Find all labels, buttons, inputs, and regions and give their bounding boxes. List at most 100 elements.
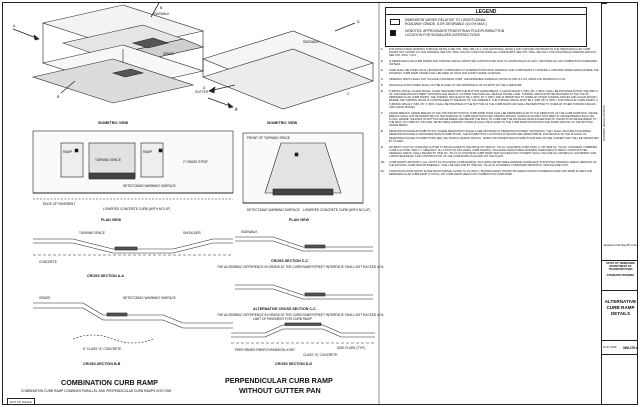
note-item: 2.IF PERPENDICULAR CURB RAMPS AND TURNIN… <box>381 60 600 66</box>
letter-c-right: C <box>347 92 350 96</box>
middle-section-cc-title: CROSS SECTION C-C <box>271 259 309 263</box>
letter-d-left: D <box>203 86 206 90</box>
middle-alt-section-cc <box>235 284 373 300</box>
note-number: 3. <box>381 69 384 73</box>
middle-section-dd-title: CROSS SECTION D-D <box>275 362 313 366</box>
note-text: IF PERPENDICULAR CURB RAMPS AND TURNING … <box>389 60 598 67</box>
plan-turning-space-label: TURNING SPACE <box>95 158 121 162</box>
solid-square-icon <box>390 30 396 36</box>
note-number: 6. <box>381 89 384 93</box>
drawing-title: ALTERNATIVE CURB RAMP DETAILS <box>602 291 637 341</box>
left-isometric-view <box>12 3 234 109</box>
cc-sidewalk-label: SIDEWALK <box>241 230 258 234</box>
iso-gutter-label: GUTTER <box>195 90 209 94</box>
title-line-2: CURB RAMP <box>606 305 635 310</box>
note-item: 10. CURB RAMPS (RETROFIT): ALL COSTS OF I… <box>381 161 600 167</box>
general-notes: 1. FOR DETECTABLE WARNING SURFACE DETAILS… <box>381 48 600 400</box>
note-text: SIDEWALK WIDTH SHALL NOT INCLUDE CONCRET… <box>389 78 566 82</box>
drawing-date: 01-07-2019 <box>603 346 617 349</box>
note-item: 11. TRANSITION FROM CROSS SLOPE FROM NORM… <box>381 170 600 176</box>
letter-d-right: D <box>357 20 360 24</box>
title-block-side-text: ROADWAY DESIGN DIVISION <box>602 3 607 243</box>
left-section-aa <box>33 238 233 256</box>
aa-shoulder-label: SHOULDER <box>183 231 201 235</box>
letter-a-top: A <box>13 24 16 28</box>
legend-text-1a: DIMENSION VARIES RELATIVE TO LONGITUDINA… <box>405 18 486 22</box>
left-main-title: COMBINATION CURB RAMP <box>61 378 158 387</box>
plan-detectable-label: DETECTABLE WARNING SURFACE <box>123 184 176 188</box>
note-number: 4. <box>381 78 384 82</box>
letter-a-bottom: A <box>235 107 238 111</box>
left-main-subtitle: COMBINATION CURB RAMP COMBINES PARALLEL … <box>21 389 172 393</box>
middle-alt-section-cc-title: ALTERNATIVE CROSS SECTION C-C <box>253 307 316 311</box>
note-text: CURB RAMPS (RETROFIT): ALL COSTS OF INCL… <box>389 161 597 168</box>
legend-text-1b: ROADWAY GRADE, 8.3% DESIRABLE (10.0% MAX… <box>405 22 487 26</box>
cc-note: THE ALGEBRAIC DIFFERENCE IN GRADE AT THE… <box>217 265 384 269</box>
middle-plan-detectable: DETECTABLE WARNING SURFACE <box>247 208 300 212</box>
note-number: 5. <box>381 84 384 87</box>
note-item: 3. CARE SHALL BE TAKEN ON ALL BOUNDARY CU… <box>381 69 600 75</box>
alt-cc-note: THE ALGEBRAIC DIFFERENCE IN GRADE AT THE… <box>217 313 384 317</box>
not-to-scale-box: NOT TO SCALE <box>7 398 35 404</box>
legend-text-2b: LOCATION FOR SIGNALIZED INTERSECTIONS <box>405 33 480 37</box>
middle-main-title-2: WITHOUT GUTTER PAN <box>239 386 321 395</box>
bb-grass-label: GRASS <box>39 296 50 300</box>
note-text: TRANSITION FROM CROSS SLOPE FROM NORMAL … <box>389 170 593 177</box>
legend-row-dimension: DIMENSION VARIES RELATIVE TO LONGITUDINA… <box>390 18 582 26</box>
note-item: 8.PEDESTRIAN SIGNAL/PUSHBUTTONS: WHERE P… <box>381 130 600 143</box>
middle-plan-lowered-curb: LOWERED CONCRETE CURB (WITH NO LIP) <box>303 208 370 212</box>
drawing-id-row: 01-07-2019 MM-CR-6 <box>602 341 637 355</box>
legend-title: LEGEND <box>386 8 586 15</box>
drawing-canvas: A A B B SIDEWALK GUTTER GRASS ISOMETRIC … <box>12 3 384 404</box>
plan-grass-strip-label: 2' GRASS STRIP <box>183 160 208 164</box>
note-item: 1. FOR DETECTABLE WARNING SURFACE DETAILS… <box>381 48 600 58</box>
note-item: 5. DRAINAGE STRUCTURES SHALL NOT BE PLACE… <box>381 84 600 87</box>
dd-side-flare-label: SIDE FLARE (TYP.) <box>337 346 365 350</box>
left-section-aa-title: CROSS SECTION A-A <box>87 274 124 278</box>
aa-turning-space-label: TURNING SPACE <box>79 231 105 235</box>
plan-ramp-label-1: RAMP <box>63 150 72 154</box>
aa-concrete-label: CONCRETE <box>39 260 57 264</box>
iso-grass-label: GRASS <box>163 52 174 56</box>
note-text: CARE SHALL BE TAKEN ON ALL BOUNDARY CURB… <box>389 69 599 76</box>
note-number: 11. <box>381 170 385 174</box>
plan-lowered-curb-label: LOWERED CONCRETE CURB (WITH NO LIP) <box>103 207 170 211</box>
note-item: 4. SIDEWALK WIDTH SHALL NOT INCLUDE CONCR… <box>381 78 600 81</box>
arrow-sign-icon <box>390 19 400 25</box>
middle-plan-view <box>242 132 364 204</box>
middle-section-cc <box>235 236 373 252</box>
note-item: 7.GRADE BREAKS: GRADE BREAKS AT THE TOP … <box>381 112 600 128</box>
note-text: PAYMENT: COST OF CURB AND GUTTER TO BE I… <box>389 145 597 159</box>
left-plan-view <box>32 130 234 200</box>
middle-plan-view-title: PLAN VIEW <box>289 218 310 222</box>
state-block: STATE OF TENNESSEE DEPARTMENT OF TRANSPO… <box>602 261 637 291</box>
bb-curb-detail-label: 6" CLASS "A" CONCRETE <box>83 347 121 351</box>
middle-isometric-view <box>202 22 374 110</box>
legend-text-2a: DENOTES: APPROXIMATE PEDESTRIAN POLE/PUS… <box>405 29 505 33</box>
plan-edge-pavement-label: EDGE OF PAVEMENT <box>43 202 75 206</box>
plan-ramp-label-2: RAMP <box>143 150 152 154</box>
note-number: 1. <box>381 48 384 51</box>
note-number: 10. <box>381 161 385 165</box>
middle-main-title-1: PERPENDICULAR CURB RAMP <box>225 376 333 385</box>
left-section-bb-title: CROSS-SECTION B-B <box>83 362 121 366</box>
middle-iso-sidewalk-label: SIDEWALK <box>303 40 320 44</box>
dd-class-a-label: CLASS "A" CONCRETE <box>303 353 338 357</box>
note-text: PEDESTRIAN SIGNAL/PUSHBUTTONS: WHERE PED… <box>389 130 599 143</box>
note-text: DRAINAGE STRUCTURES SHALL NOT BE PLACED … <box>389 84 523 87</box>
note-number: 9. <box>381 145 384 149</box>
replaced-note: (Replaced Std Dwg RP-H-11) <box>602 243 637 261</box>
middle-plan-front-turning: FRONT OF TURNING SPACE <box>247 136 290 140</box>
note-number: 7. <box>381 111 384 115</box>
title-line-3: DETAILS <box>610 311 631 316</box>
note-text: FOR DETECTABLE WARNING SURFACE DETAILS S… <box>389 48 597 58</box>
std-label: STANDARD DRAWING <box>606 274 635 277</box>
note-item: 6. TURNING SPACE / CLEAR SPACE: CLEAR SPA… <box>381 90 600 109</box>
note-text: TURNING SPACE / CLEAR SPACE: CLEAR SPACE… <box>389 89 598 109</box>
letter-b-top: B <box>160 6 163 10</box>
dd-preformed-joint-label: PREFORMED FIBER EXPANSION JOINT <box>235 348 295 352</box>
middle-iso-view-title: ISOMETRIC VIEW <box>267 121 298 125</box>
iso-sidewalk-label: SIDEWALK <box>153 12 170 16</box>
middle-section-dd <box>231 322 375 344</box>
